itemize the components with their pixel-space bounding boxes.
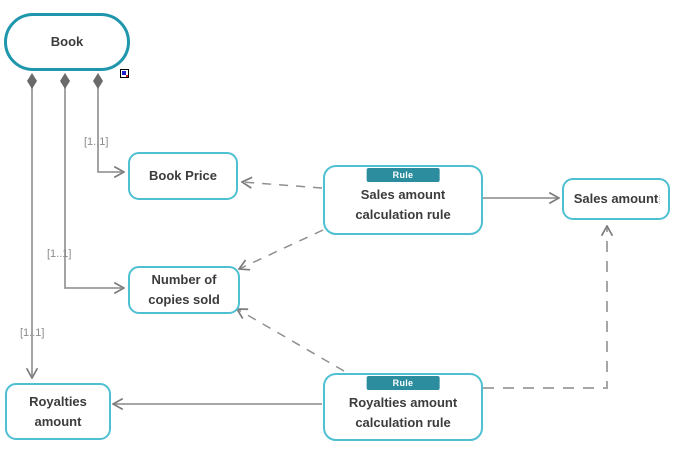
rule-badge: Rule	[366, 376, 440, 390]
multiplicity-label-book-price: [1..1]	[84, 136, 109, 148]
node-royalties-line2: amount	[34, 413, 82, 429]
model-marker-icon[interactable]	[120, 69, 129, 78]
dependency-sales-rule-to-copies-sold	[239, 229, 324, 269]
marker-red-dot	[126, 75, 128, 77]
royalties-rule-line1: Royalties amount	[348, 395, 458, 410]
node-book[interactable]: Book	[4, 13, 130, 71]
connector-book-copies-sold	[64, 86, 124, 288]
node-royalties-amount[interactable]: Royalties amount	[5, 383, 111, 440]
node-copies-line1: Number of	[151, 272, 217, 287]
node-copies-line2: copies sold	[148, 292, 220, 307]
node-royalties-line1: Royalties	[29, 393, 87, 409]
node-number-of-copies-sold[interactable]: Number of copies sold	[128, 266, 240, 314]
node-sales-amount[interactable]: Sales amount	[562, 178, 670, 220]
diamond-connector	[93, 73, 103, 89]
rule-badge: Rule	[366, 168, 440, 182]
sales-rule-line2: calculation rule	[355, 207, 451, 222]
diamond-connector	[60, 73, 70, 89]
multiplicity-label-royalties: [1..1]	[20, 327, 45, 339]
node-book-price[interactable]: Book Price	[128, 152, 238, 200]
node-book-label: Book	[50, 34, 84, 49]
dependency-royalties-rule-to-sales-amount	[483, 226, 607, 389]
multiplicity-label-copies-sold: [1..1]	[47, 248, 72, 260]
node-book-price-label: Book Price	[149, 168, 217, 183]
sales-rule-line1: Sales amount	[360, 187, 446, 202]
dependency-sales-rule-to-book-price	[242, 182, 323, 188]
marker-blue-square	[122, 71, 126, 75]
dependency-royalties-rule-to-copies-sold	[237, 309, 345, 372]
node-royalties-amount-calculation-rule[interactable]: Rule Royalties amount calculation rule	[323, 373, 483, 441]
diamond-connector	[27, 73, 37, 89]
node-sales-amount-label: Sales amount	[573, 191, 659, 206]
text-cursor-artifact	[659, 195, 660, 204]
node-sales-amount-calculation-rule[interactable]: Rule Sales amount calculation rule	[323, 165, 483, 235]
royalties-rule-line2: calculation rule	[355, 415, 451, 430]
connector-book-book-price	[97, 86, 124, 172]
